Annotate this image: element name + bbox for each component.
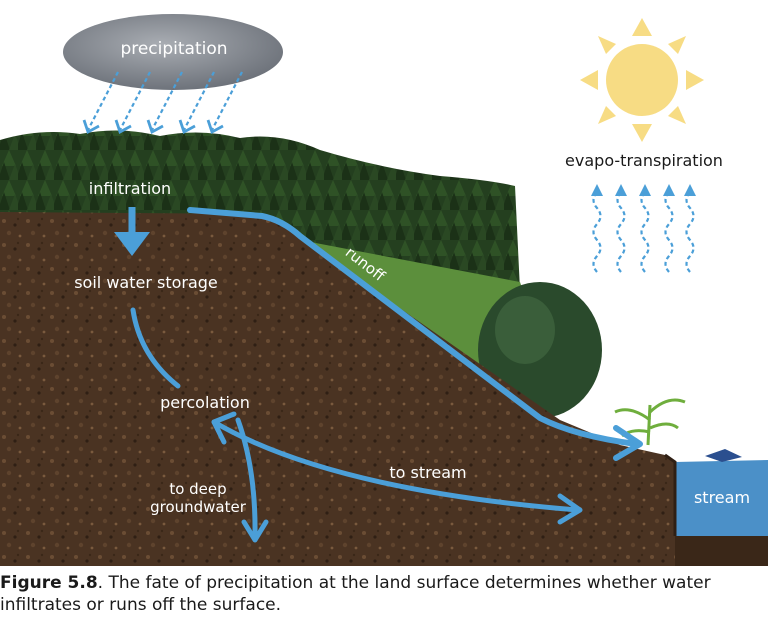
figure-number: Figure 5.8 (0, 573, 98, 593)
evapotranspiration-label: evapo-transpiration (565, 151, 723, 170)
precipitation-label: precipitation (120, 39, 227, 59)
cloud (63, 14, 283, 90)
to-stream-arrow (211, 411, 583, 525)
stream-label: stream (694, 488, 750, 507)
soil-ground (0, 212, 675, 566)
stream-object (705, 449, 742, 462)
deep-groundwater-arrow (235, 417, 269, 543)
soil-water-storage-label: soil water storage (74, 273, 218, 292)
caption-text: . The fate of precipitation at the land … (0, 573, 711, 615)
to-deep-label: to deep (169, 480, 226, 498)
to-stream-label: to stream (389, 463, 466, 482)
groundwater-label: groundwater (150, 498, 247, 516)
infiltration-arrow (114, 207, 150, 256)
percolation-label: percolation (160, 393, 250, 412)
evapotranspiration-arrows (591, 184, 696, 273)
figure-caption: Figure 5.8. The fate of precipitation at… (0, 572, 760, 616)
storage-to-percolation-arrow (130, 307, 181, 389)
stream-water (675, 460, 768, 536)
infiltration-label: infiltration (89, 179, 171, 198)
sun-icon (580, 18, 704, 142)
stream-bank (675, 536, 768, 566)
stream-edge (664, 453, 677, 536)
runoff-arrow (187, 207, 643, 461)
tree-highlight (495, 296, 555, 364)
water-fate-diagram: precipitation evapo-transpiration infilt… (0, 14, 768, 566)
precipitation-arrows (82, 71, 243, 135)
corn-plant (614, 398, 686, 446)
